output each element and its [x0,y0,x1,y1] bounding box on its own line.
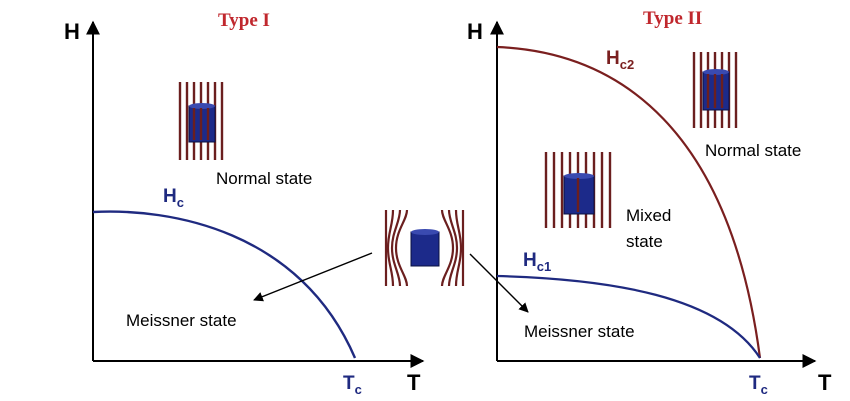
type2-tc-label: Tc [749,373,768,397]
type2-hc1-main: H [523,250,537,271]
type1-panel: Type I H T Hc Tc [64,10,425,397]
type2-y-axis-label: H [467,19,483,44]
type1-tc-main: T [343,373,355,394]
type1-title: Type I [218,10,270,31]
type1-normal-state-label: Normal state [216,169,312,188]
type2-mixed-state-label-line2: state [626,232,663,251]
type2-x-axis-label: T [818,370,832,395]
type2-tc-sub: c [761,382,768,397]
type2-hc2-main: H [606,48,620,69]
field-expelled-icon [384,209,465,287]
type2-hc1-label: Hc1 [523,250,551,274]
type2-tc-main: T [749,373,761,394]
type1-meissner-state-label: Meissner state [126,311,237,330]
type1-meissner-arrow [253,252,373,302]
type1-hc-sub: c [177,195,184,210]
type2-panel: Type II H T Hc2 Hc1 Tc [467,8,832,397]
type2-hc2-label: Hc2 [606,48,634,72]
type1-hc-curve [92,210,357,359]
type2-title: Type II [643,8,702,29]
field-penetrating-icon [178,82,224,160]
type2-meissner-arrow [469,253,529,313]
type2-hc1-curve [496,274,761,359]
type1-tc-sub: c [355,382,362,397]
field-penetrating-icon [544,152,612,228]
type1-y-axis-label: H [64,19,80,44]
type2-meissner-state-label: Meissner state [524,322,635,341]
field-penetrating-icon [692,52,738,128]
type2-hc2-sub: c2 [620,57,634,72]
type2-normal-state-label: Normal state [705,141,801,160]
type2-mixed-state-label-line1: Mixed [626,206,671,225]
type1-x-axis-label: T [407,370,421,395]
type1-hc-label: Hc [163,186,184,210]
type1-tc-label: Tc [343,373,362,397]
type2-hc2-curve [496,45,762,359]
type1-hc-main: H [163,186,177,207]
type2-hc1-sub: c1 [537,259,551,274]
